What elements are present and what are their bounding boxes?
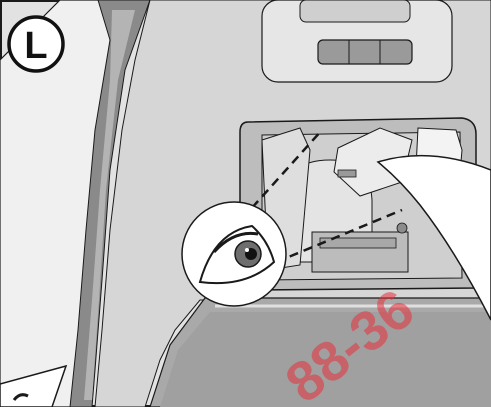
badge-label: L	[24, 25, 47, 67]
module-tab	[338, 170, 356, 177]
upper-trim-recess	[300, 0, 410, 22]
connector	[397, 223, 407, 233]
switch-panel	[318, 40, 412, 64]
